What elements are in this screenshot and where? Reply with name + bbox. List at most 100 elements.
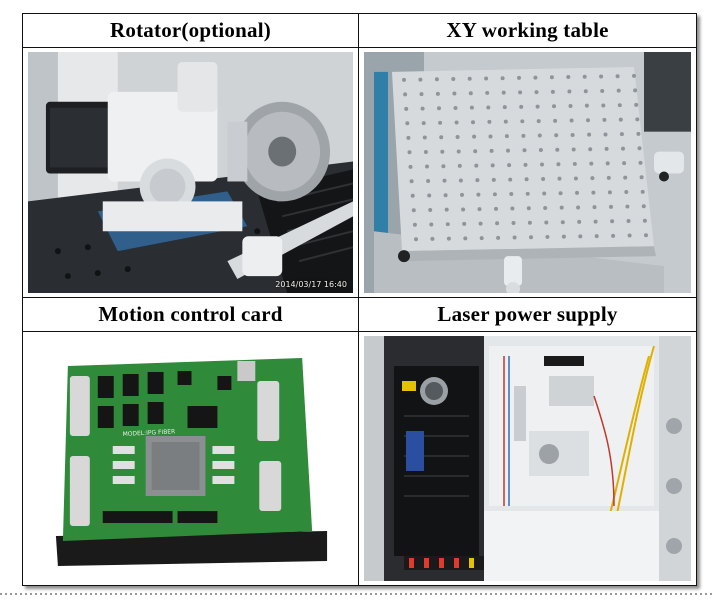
table-hole	[609, 204, 613, 209]
table-hole	[561, 234, 566, 239]
table-hole	[524, 177, 529, 182]
table-hole	[593, 219, 598, 224]
table-hole	[594, 234, 599, 239]
table-hole	[544, 220, 549, 225]
table-hole	[427, 193, 432, 198]
table-hole	[606, 175, 611, 180]
table-hole	[473, 149, 478, 154]
table-hole	[521, 133, 526, 138]
table-hole	[439, 135, 444, 140]
table-hole	[583, 89, 588, 94]
table-hole	[496, 235, 501, 240]
table-hole	[467, 76, 472, 81]
table-hole	[635, 117, 640, 122]
table-hole	[456, 149, 461, 154]
table-hole	[444, 207, 449, 212]
table-hole	[487, 119, 492, 124]
table-hole	[584, 103, 589, 108]
table-hole	[506, 148, 510, 153]
table-hole	[494, 206, 498, 211]
table-hole	[625, 204, 630, 209]
table-hole	[599, 74, 604, 79]
power-supply-photo	[364, 336, 691, 581]
table-hole	[541, 176, 546, 181]
control-card-title: Motion control card	[98, 302, 283, 326]
table-hole	[641, 204, 646, 209]
table-hole	[543, 205, 548, 210]
table-hole	[619, 132, 624, 137]
xy-table-photo	[364, 52, 691, 293]
table-hole	[522, 148, 527, 153]
table-hole	[610, 219, 615, 224]
table-hole	[418, 77, 423, 82]
table-hole	[554, 133, 559, 138]
table-hole	[570, 132, 575, 137]
table-hole	[607, 190, 612, 195]
table-hole	[535, 104, 540, 109]
table-hole	[461, 207, 466, 212]
table-hole	[572, 161, 577, 166]
table-hole	[552, 104, 556, 109]
table-hole	[622, 161, 627, 166]
table-hole	[517, 75, 521, 80]
table-hole	[604, 146, 609, 151]
table-hole	[509, 192, 514, 197]
table-hole	[600, 88, 605, 93]
table-hole	[523, 162, 528, 167]
table-hole	[411, 208, 416, 213]
table-hole	[633, 88, 638, 93]
table-hole	[527, 220, 532, 225]
table-hole	[540, 162, 544, 167]
table-hole	[412, 222, 417, 227]
table-hole	[545, 234, 550, 239]
table-hole	[534, 90, 539, 95]
product-parts-table: Rotator(optional) XY working table	[22, 13, 697, 586]
table-hole	[632, 73, 636, 78]
table-hole	[455, 134, 460, 139]
table-hole	[402, 77, 406, 82]
table-hole	[405, 121, 410, 126]
table-hole	[589, 161, 594, 166]
table-hole	[571, 147, 576, 152]
power-supply-title: Laser power supply	[437, 302, 618, 326]
table-hole	[577, 219, 582, 224]
table-hole	[536, 119, 541, 124]
table-hole	[491, 177, 496, 182]
header-xy-table: XY working table	[359, 14, 696, 48]
table-hole	[557, 176, 562, 181]
table-hole	[484, 76, 489, 81]
table-hole	[627, 233, 632, 238]
table-hole	[553, 118, 558, 123]
table-hole	[542, 191, 547, 196]
header-power-supply: Laser power supply	[359, 298, 696, 332]
table-hole	[518, 90, 523, 95]
table-hole	[429, 222, 434, 227]
table-hole	[511, 220, 516, 225]
table-hole	[566, 75, 571, 79]
table-hole	[529, 235, 533, 240]
table-hole	[568, 103, 573, 108]
table-hole	[469, 105, 474, 110]
table-hole	[434, 77, 439, 82]
table-hole	[603, 132, 608, 137]
table-hole	[519, 104, 524, 109]
table-hole	[549, 75, 554, 80]
table-hole	[558, 191, 563, 196]
table-hole	[586, 118, 590, 123]
table-hole	[502, 105, 507, 110]
table-hole	[556, 162, 561, 167]
table-hole	[526, 206, 531, 211]
table-hole	[503, 119, 508, 124]
table-hole	[508, 177, 513, 182]
table-hole	[462, 221, 467, 226]
table-hole	[452, 91, 457, 96]
table-hole	[624, 190, 629, 195]
table-hole	[437, 106, 441, 111]
table-hole	[440, 149, 445, 154]
table-hole	[492, 192, 497, 197]
table-hole	[479, 236, 484, 241]
table-hole	[406, 135, 411, 140]
table-hole	[592, 205, 597, 210]
table-hole	[602, 117, 607, 122]
table-hole	[403, 92, 408, 97]
